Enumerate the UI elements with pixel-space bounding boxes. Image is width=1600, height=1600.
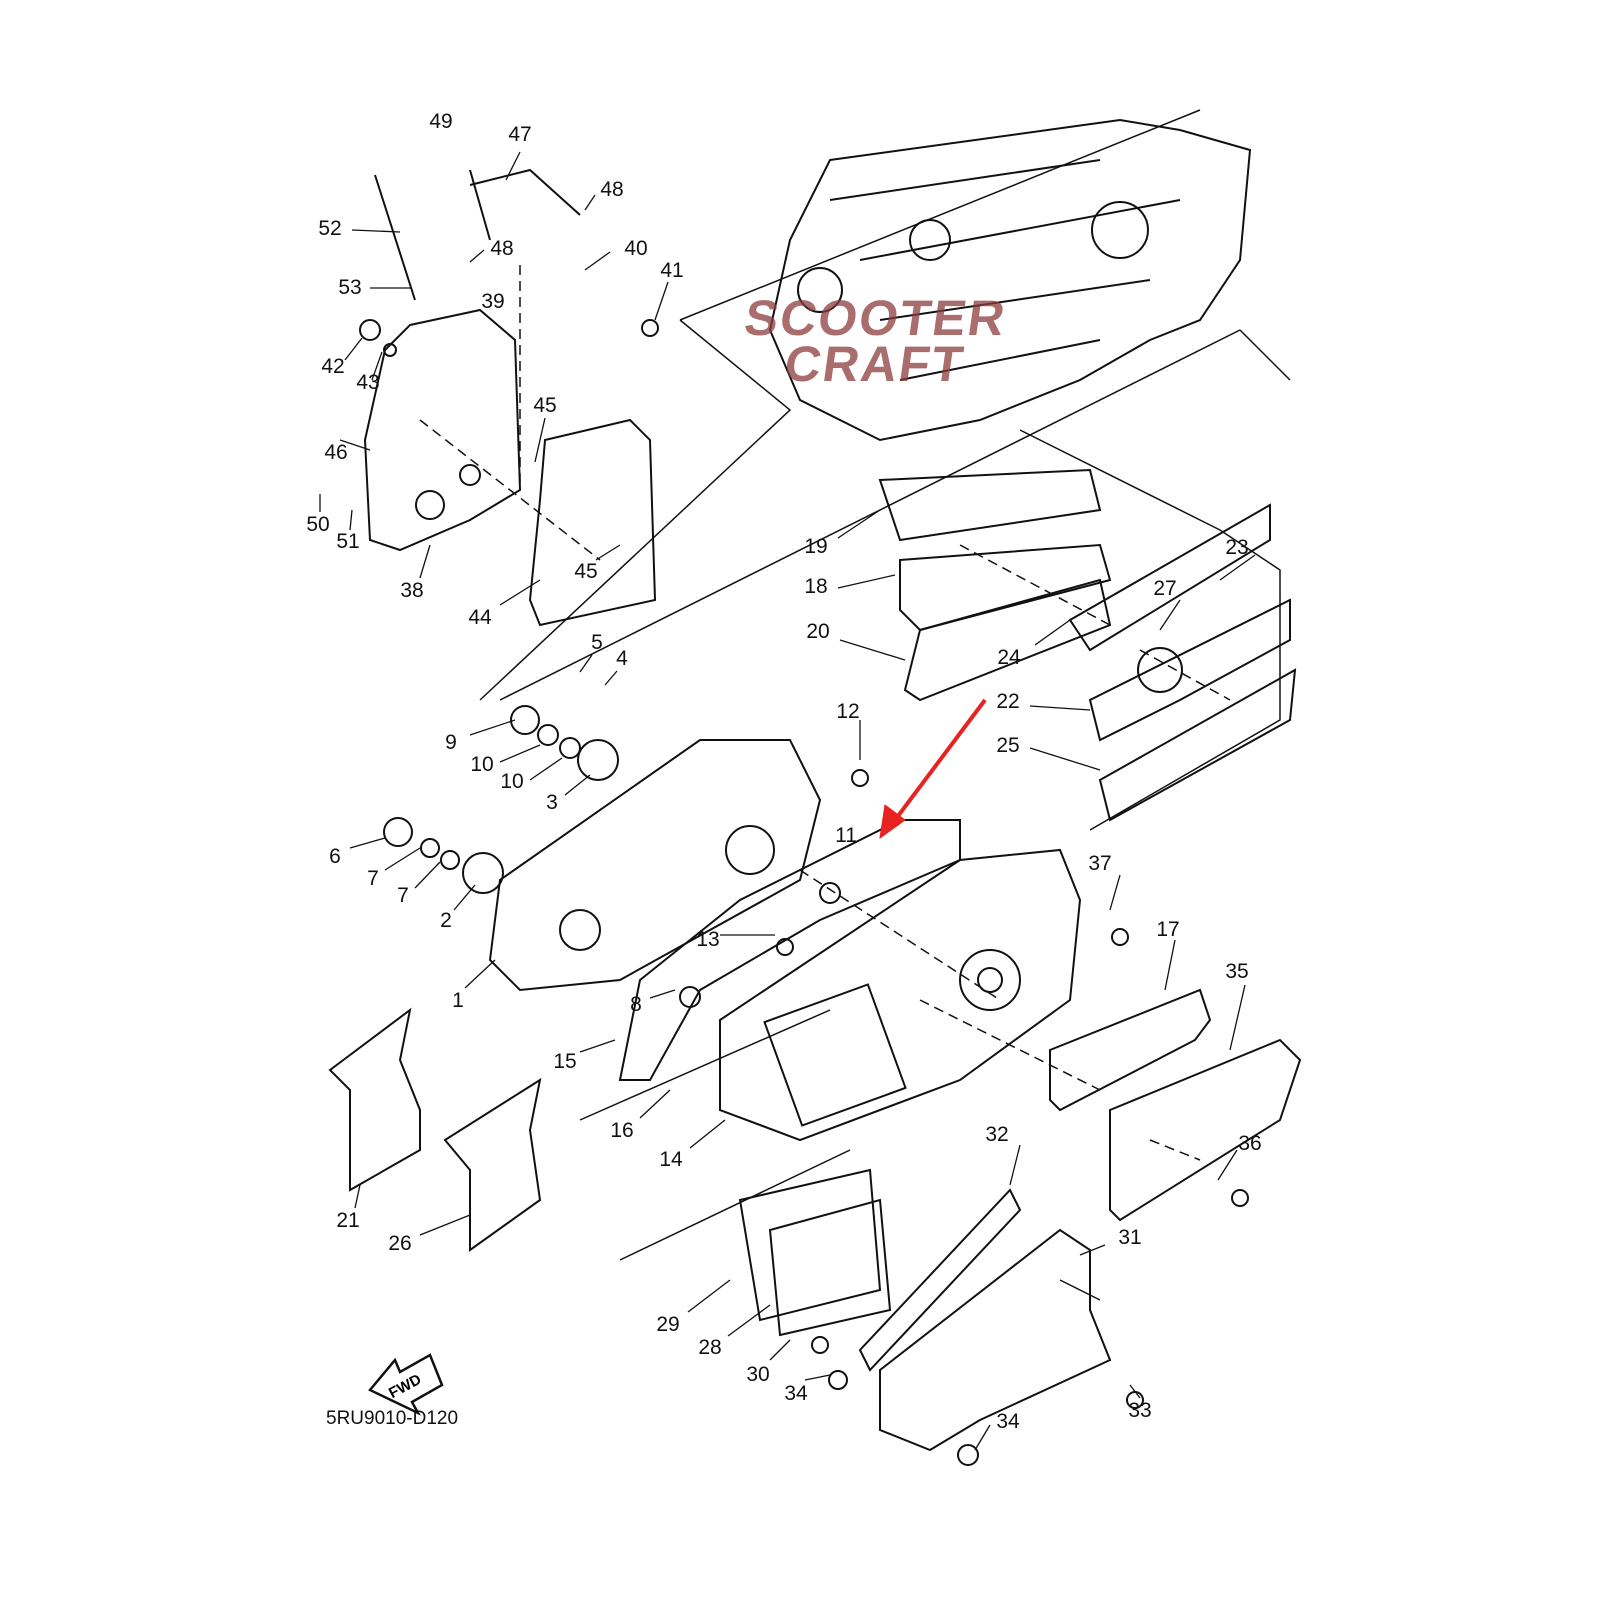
part-label[interactable]: 35 — [1225, 960, 1249, 983]
fwd-arrow-icon — [368, 1353, 444, 1416]
diagram-code: 5RU9010-D120 — [326, 1408, 459, 1429]
watermark-line1: SCOOTER — [741, 290, 1011, 346]
part-label[interactable]: 27 — [1153, 577, 1177, 600]
part-label[interactable]: 49 — [429, 110, 453, 133]
part-label[interactable]: 9 — [445, 731, 457, 754]
panel-24 — [1068, 503, 1271, 652]
part-label[interactable]: 1 — [452, 989, 464, 1012]
ring-27 — [1137, 647, 1183, 693]
part-label[interactable]: 45 — [574, 560, 598, 583]
seal-32 — [858, 1188, 1022, 1372]
label-leaders — [319, 151, 1256, 1451]
part-label[interactable]: 12 — [836, 700, 860, 723]
part-label[interactable]: 10 — [500, 770, 524, 793]
air-duct-31 — [879, 1228, 1112, 1452]
part-label[interactable]: 4 — [616, 647, 628, 670]
part-label[interactable]: 24 — [997, 646, 1021, 669]
panel-22 — [1088, 598, 1291, 742]
part-label[interactable]: 25 — [996, 734, 1020, 757]
part-label[interactable]: 42 — [321, 355, 345, 378]
part-label[interactable]: 7 — [397, 884, 409, 907]
part-label[interactable]: 48 — [490, 237, 514, 260]
part-label[interactable]: 34 — [784, 1382, 808, 1405]
part-label[interactable]: 18 — [804, 575, 828, 598]
part-label[interactable]: 7 — [367, 867, 379, 890]
part-label[interactable]: 2 — [440, 909, 452, 932]
part-label[interactable]: 23 — [1225, 536, 1249, 559]
part-label[interactable]: 50 — [306, 513, 330, 536]
part-label[interactable]: 15 — [553, 1050, 577, 1073]
part-label[interactable]: 36 — [1238, 1132, 1262, 1155]
part-label[interactable]: 26 — [388, 1232, 412, 1255]
part-label[interactable]: 19 — [804, 535, 828, 558]
panel-20 — [903, 578, 1112, 702]
part-label[interactable]: 8 — [630, 993, 642, 1016]
part-label[interactable]: 48 — [600, 178, 624, 201]
part-label[interactable]: 21 — [336, 1209, 360, 1232]
part-label[interactable]: 5 — [591, 631, 603, 654]
highlight-arrow — [879, 698, 987, 840]
panel-17 — [1049, 988, 1212, 1112]
part-label[interactable]: 30 — [746, 1363, 770, 1386]
part-label[interactable]: 31 — [1118, 1226, 1142, 1249]
part-label[interactable]: 43 — [356, 371, 380, 394]
watermark-line2: CRAFT — [781, 336, 969, 392]
part-label[interactable]: 13 — [696, 928, 720, 951]
part-label[interactable]: 29 — [656, 1313, 680, 1336]
part-label[interactable]: 41 — [660, 259, 684, 282]
part-label[interactable]: 22 — [996, 690, 1020, 713]
part-label[interactable]: 32 — [985, 1123, 1009, 1146]
part-label[interactable]: 39 — [481, 290, 505, 313]
cover-assembly — [719, 848, 1082, 1142]
panel-25 — [1098, 668, 1297, 822]
part-label[interactable]: 47 — [508, 123, 532, 146]
part-label[interactable]: 51 — [336, 530, 360, 553]
part-label[interactable]: 44 — [468, 606, 492, 629]
watermark-logo: SCOOTER CRAFT — [741, 290, 1010, 392]
part-label[interactable]: 34 — [996, 1410, 1020, 1433]
part-label[interactable]: 33 — [1128, 1399, 1152, 1422]
part-label[interactable]: 16 — [610, 1119, 634, 1142]
panel-35 — [1109, 1038, 1302, 1222]
part-label[interactable]: 14 — [659, 1148, 683, 1171]
part-label[interactable]: 3 — [546, 791, 558, 814]
filter-28 — [768, 1198, 892, 1337]
gasket-44 — [528, 418, 657, 627]
part-label[interactable]: 40 — [624, 237, 648, 260]
leader-lines — [419, 265, 1231, 1161]
part-label[interactable]: 10 — [470, 753, 494, 776]
part-label[interactable]: 38 — [400, 579, 424, 602]
crankcase-cover-left — [363, 308, 522, 552]
part-label[interactable]: 45 — [533, 394, 557, 417]
fasteners — [359, 168, 1249, 1466]
part-label[interactable]: 11 — [835, 824, 857, 847]
part-label[interactable]: 20 — [806, 620, 830, 643]
part-label[interactable]: 46 — [324, 441, 348, 464]
part-label[interactable]: 17 — [1156, 918, 1180, 941]
part-label[interactable]: 52 — [318, 217, 342, 240]
panel-26 — [443, 1077, 542, 1252]
panel-18 — [899, 543, 1112, 632]
part-label[interactable]: 37 — [1088, 852, 1112, 875]
panel-19 — [878, 468, 1102, 542]
gasket-15 — [618, 819, 961, 1081]
part-label[interactable]: 6 — [329, 845, 341, 868]
filter-29 — [738, 1168, 882, 1322]
crankcase — [768, 118, 1252, 442]
part-label[interactable]: 28 — [698, 1336, 722, 1359]
transmission-cover — [488, 739, 822, 992]
panel-21 — [328, 1007, 421, 1192]
part-label[interactable]: 53 — [338, 276, 362, 299]
